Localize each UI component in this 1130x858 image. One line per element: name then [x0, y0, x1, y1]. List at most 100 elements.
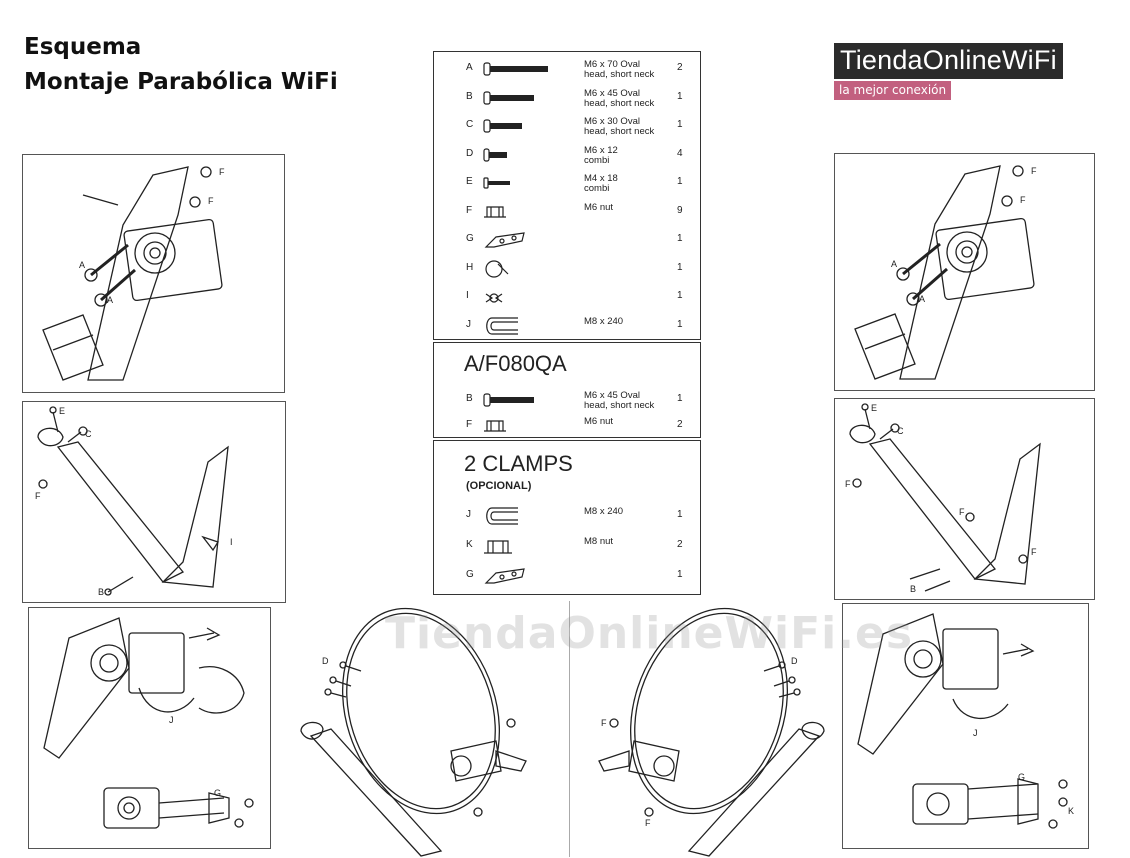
diagram-step-2-left: E C F I B [22, 401, 286, 603]
part-letter: F [466, 204, 473, 216]
label-g-r: G [1018, 772, 1025, 782]
label-f-2: F [208, 196, 214, 206]
label-e: E [59, 406, 65, 416]
part-letter: D [466, 147, 474, 159]
label-j-r: J [973, 728, 978, 738]
part-letter: G [466, 233, 474, 244]
clamp-icon [482, 258, 552, 285]
part-qty: 2 [677, 419, 683, 430]
part-qty: 1 [677, 290, 683, 301]
diagram-step-2-right: E C F F F B [834, 398, 1095, 600]
label-f-r5: F [1031, 547, 1037, 557]
part-letter: E [466, 176, 473, 187]
label-j: J [169, 715, 174, 725]
label-b-r: B [910, 584, 916, 594]
label-a-r1: A [891, 259, 897, 269]
part-letter: J [466, 318, 471, 330]
label-d-right: D [791, 656, 798, 666]
screw-combi-icon [482, 144, 552, 171]
label-f-right-2: F [645, 818, 651, 828]
mount-bracket-drawing-right: F F A A [854, 165, 1037, 380]
part-qty: 9 [677, 204, 683, 216]
wing-nut-icon [482, 286, 552, 313]
part-spec: M6 x 70 Oval head, short neck [584, 59, 655, 80]
label-k-r: K [1068, 806, 1074, 816]
part-letter: B [466, 90, 473, 102]
label-f-r3: F [845, 479, 851, 489]
label-f-r4: F [959, 507, 965, 517]
part-qty: 4 [677, 147, 683, 159]
parts-row: J M8 x 240 1 [434, 315, 700, 345]
brand-logo: TiendaOnlineWiFi [834, 43, 1063, 79]
bracket-icon [482, 229, 552, 256]
label-f-r1: F [1031, 166, 1037, 176]
label-f-right-1: F [601, 718, 607, 728]
part-letter: J [466, 509, 471, 520]
arm-assembly-drawing-right: E C F F F B [845, 403, 1041, 594]
dish-assembly-right: D F F [568, 600, 835, 858]
part-qty: 1 [677, 318, 683, 330]
bracket-icon [482, 565, 552, 592]
label-g: G [214, 788, 221, 798]
title-line-1: Esquema [24, 34, 142, 60]
parts-row: A M6 x 70 Oval head, short neck 2 [434, 58, 700, 88]
bolt-short-icon [482, 115, 552, 142]
part-qty: 1 [677, 233, 683, 244]
diagram-step-1-left: F F A A [22, 154, 285, 393]
part-qty: 2 [677, 62, 683, 73]
part-letter: A [466, 62, 473, 73]
part-spec: M6 nut [584, 416, 614, 427]
part-spec: M6 x 30 Oval head, short neck [584, 116, 655, 137]
part-spec: M6 nut [584, 201, 614, 213]
part-spec: M8 x 240 [584, 506, 624, 517]
part-letter: K [466, 539, 473, 550]
diagram-step-3-right: J G K [842, 603, 1089, 849]
part-spec: M8 nut [584, 536, 614, 547]
part-letter: F [466, 419, 473, 430]
label-i: I [230, 537, 233, 547]
part-qty: 1 [677, 261, 683, 273]
part-letter: G [466, 569, 474, 580]
wall-mount-drawing: J G [43, 617, 254, 829]
label-a-2: A [107, 295, 113, 305]
bolt-long-icon [482, 58, 552, 85]
label-c-r: C [897, 426, 904, 436]
label-f-r2: F [1020, 195, 1026, 205]
part-letter: B [466, 393, 473, 404]
diagram-step-1-right: F F A A [834, 153, 1095, 391]
bolt-medium-icon [482, 87, 552, 114]
label-a-1: A [79, 260, 85, 270]
nut-icon [482, 201, 552, 228]
part-qty: 1 [677, 393, 683, 404]
label-f-1: F [219, 167, 225, 177]
part-qty: 1 [677, 569, 683, 580]
wall-mount-drawing-right: J G K [857, 613, 1074, 829]
label-b: B [98, 587, 104, 597]
part-spec: M8 x 240 [584, 315, 624, 327]
dish-drawing-left: D [300, 607, 527, 857]
part-letter: I [466, 290, 469, 301]
page-title: Esquema Montaje Parabólica WiFi [24, 30, 338, 100]
model-title: A/F080QA [464, 351, 567, 376]
nut-large-icon [482, 535, 552, 562]
u-bolt-icon [482, 505, 552, 532]
screw-small-icon [482, 172, 552, 199]
part-qty: 1 [677, 509, 683, 520]
clamps-title: 2 CLAMPS [464, 451, 573, 476]
part-letter: C [466, 119, 474, 130]
parts-row: F M6 nut 9 [434, 201, 700, 231]
part-spec: M6 x 45 Oval head, short neck [584, 87, 655, 109]
dish-assembly-left: D [290, 600, 569, 858]
